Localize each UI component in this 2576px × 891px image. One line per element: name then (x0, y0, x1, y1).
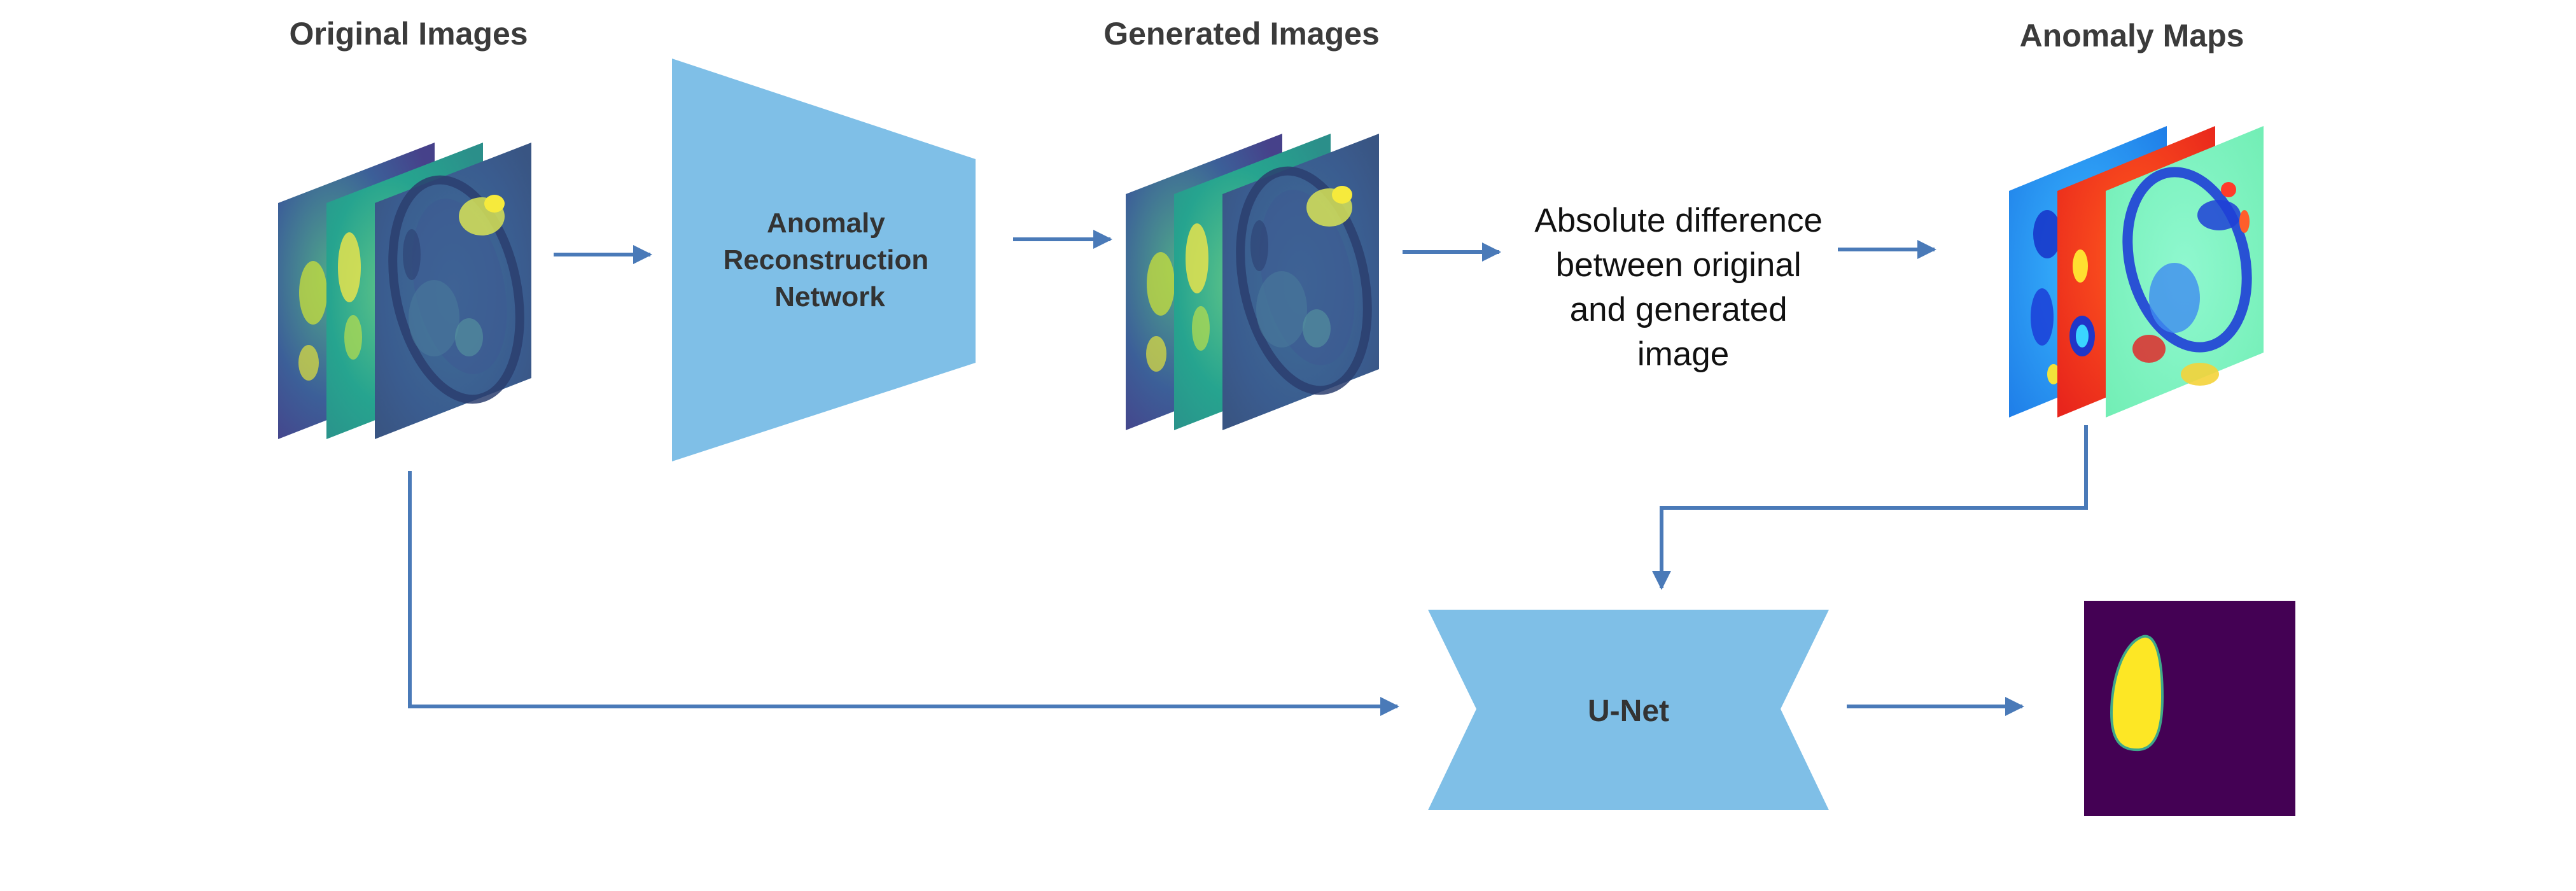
anomaly-maps-header: Anomaly Maps (2020, 18, 2244, 53)
arrow-original-to-unet (408, 471, 1399, 716)
anomaly-reconstruction-network (672, 59, 976, 461)
anomaly-map-stack-icon (2009, 126, 2264, 417)
reconstruction-network-label: Anomaly Reconstruction Network (724, 207, 937, 312)
original-images-header: Original Images (289, 16, 528, 52)
absolute-difference-text: Absolute difference between original and… (1534, 202, 1832, 373)
generated-image-stack-icon (1126, 134, 1386, 430)
unet-label: U-Net (1588, 694, 1669, 728)
arrow-maps-to-unet (1652, 425, 2088, 590)
segmentation-mask-icon (2084, 601, 2295, 816)
unet-block (1428, 610, 1829, 810)
original-image-stack-icon (278, 143, 538, 439)
generated-images-header: Generated Images (1103, 16, 1380, 52)
